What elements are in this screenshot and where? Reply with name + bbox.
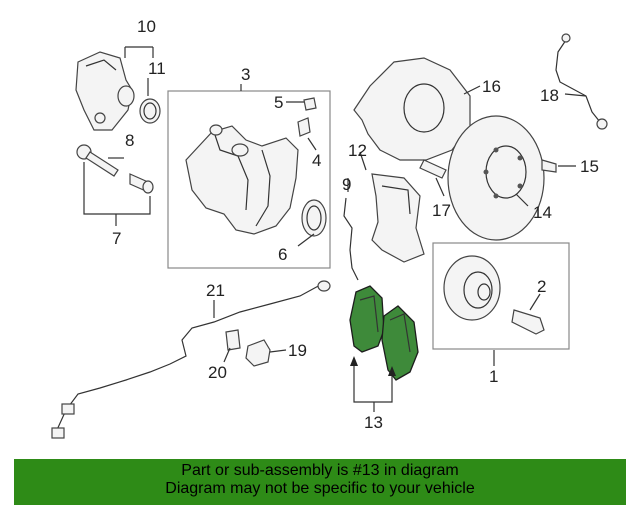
brake-pads-part — [349, 285, 419, 381]
seal-ring-part — [301, 199, 327, 237]
dust-shield-part — [353, 57, 471, 161]
part-label: 10 — [137, 17, 156, 36]
caliper-group-box — [167, 90, 331, 269]
part-label: 3 — [241, 65, 250, 84]
banner-line-1: Part or sub-assembly is #13 in diagram — [181, 462, 459, 479]
guide-pin-part — [76, 144, 154, 194]
part-label: 5 — [274, 93, 283, 112]
part-label: 7 — [112, 229, 121, 248]
part-label: 17 — [432, 201, 451, 220]
part-label: 19 — [288, 341, 307, 360]
rotor-screw-part — [541, 159, 557, 173]
bracket-bolt-part — [419, 159, 447, 179]
highlighted-part-label: 13 — [364, 413, 383, 432]
o-ring-part — [139, 98, 161, 124]
brake-rotor-part — [447, 115, 545, 241]
part-label: 20 — [208, 363, 227, 382]
caliper-bracket-part — [371, 173, 425, 263]
wear-sensor-wire-part — [55, 283, 323, 433]
hub-group-box — [432, 242, 570, 350]
part-label: 14 — [533, 203, 552, 222]
sensor-screw-part — [225, 329, 241, 351]
part-label: 4 — [312, 151, 321, 170]
speed-sensor-part — [245, 339, 271, 367]
part-label: 16 — [482, 77, 501, 96]
part-label: 9 — [342, 175, 351, 194]
part-label: 8 — [125, 131, 134, 150]
part-label: 18 — [540, 86, 559, 105]
part-label: 15 — [580, 157, 599, 176]
brake-hose-part — [555, 39, 601, 123]
part-label: 2 — [537, 277, 546, 296]
banner-line-2: Diagram may not be specific to your vehi… — [165, 480, 475, 497]
brake-assembly-diagram: 10 11 3 5 4 8 7 6 9 12 16 18 15 14 17 2 … — [51, 17, 608, 439]
bleeder-screw-part — [297, 117, 311, 137]
part-label: 11 — [148, 59, 166, 78]
hub-bolt-part — [511, 309, 545, 335]
bleeder-cap-part — [303, 97, 317, 111]
wheel-hub-part — [443, 255, 501, 321]
info-banner: Part or sub-assembly is #13 in diagram D… — [14, 459, 626, 505]
caliper-motor-part — [75, 51, 135, 131]
brake-caliper-part — [185, 124, 299, 235]
part-label: 21 — [206, 281, 225, 300]
part-label: 6 — [278, 245, 287, 264]
part-label: 1 — [489, 367, 498, 386]
part-label: 12 — [348, 141, 367, 160]
spring-clip-part — [343, 197, 359, 281]
